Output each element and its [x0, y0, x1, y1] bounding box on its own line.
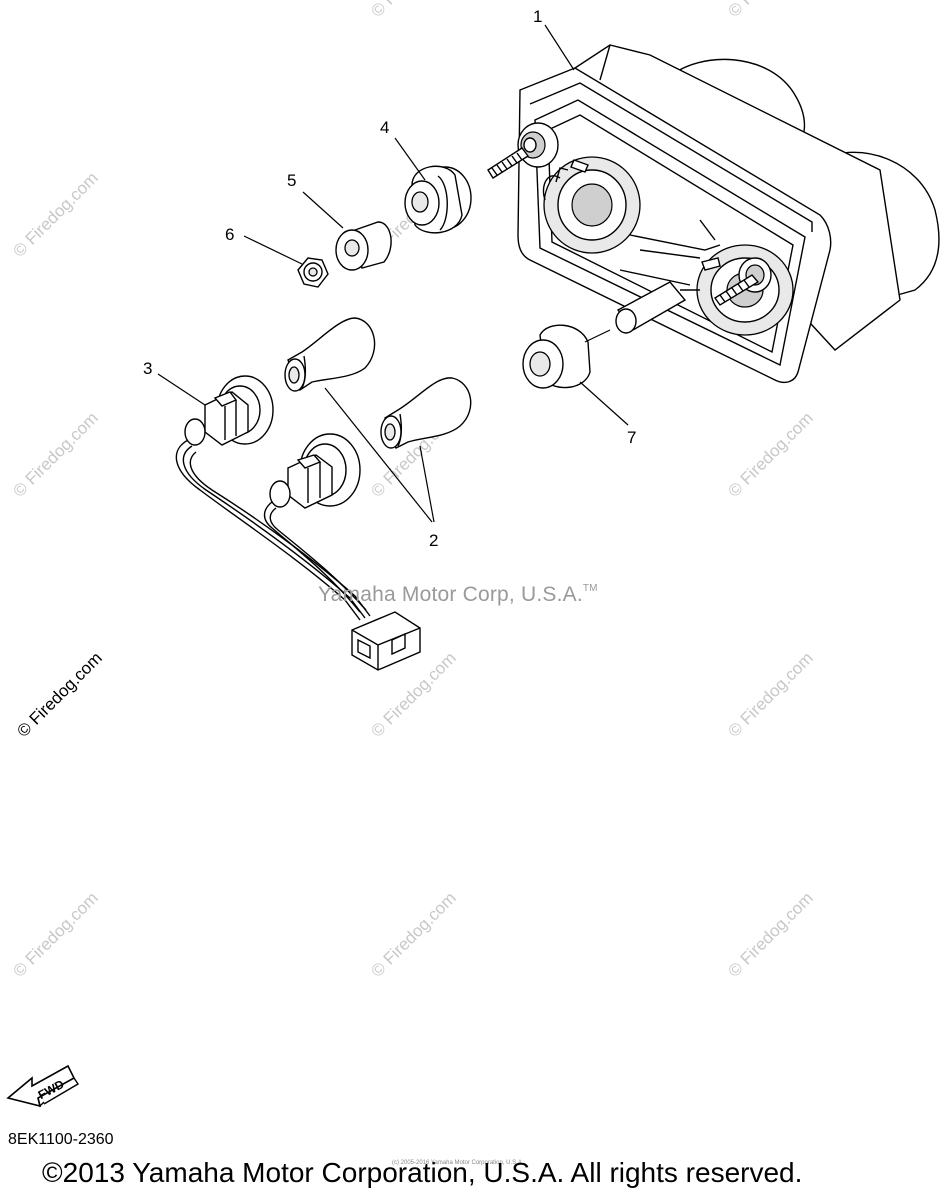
grommet-part-4 — [394, 137, 472, 234]
watermark: © Firedog.com — [367, 888, 459, 980]
watermark: © Firedog.com — [367, 0, 459, 21]
watermark: © Firedog.com — [724, 888, 816, 980]
watermark: © Firedog.com — [724, 648, 816, 740]
callout-2: 2 — [429, 531, 438, 550]
trademark-mark: TM — [582, 583, 598, 594]
diagram-code: 8EK1100-2360 — [8, 1131, 114, 1148]
callout-5: 5 — [287, 171, 296, 190]
bulbs-part-2 — [284, 317, 472, 523]
socket-harness-part-3 — [157, 373, 421, 671]
watermark: © Firedog.com — [9, 168, 101, 260]
fwd-arrow-icon: FWD — [6, 1064, 79, 1108]
watermark-dark: © Firedog.com — [13, 648, 105, 740]
callout-3: 3 — [143, 359, 152, 378]
callout-1: 1 — [533, 7, 542, 26]
copyright-notice: ©2013 Yamaha Motor Corporation, U.S.A. A… — [42, 1157, 803, 1188]
fine-print: (c) 2005-2016 Yamaha Motor Corporation, … — [392, 1160, 524, 1166]
nut-part-6 — [243, 235, 329, 288]
taillight-housing — [487, 24, 940, 384]
callout-4: 4 — [380, 118, 389, 137]
callout-7: 7 — [627, 428, 636, 447]
watermark: © Firedog.com — [724, 408, 816, 500]
watermark: © Firedog.com — [724, 0, 816, 21]
callout-6: 6 — [225, 225, 234, 244]
watermark: © Firedog.com — [9, 408, 101, 500]
watermark: © Firedog.com — [9, 888, 101, 980]
grommet-part-7 — [522, 324, 629, 426]
center-watermark: Yamaha Motor Corp, U.S.A.TM — [318, 583, 598, 607]
center-watermark-text: Yamaha Motor Corp, U.S.A. — [318, 583, 583, 606]
collar-part-5 — [302, 191, 392, 271]
callout-labels: 1 2 3 4 5 6 7 — [143, 7, 636, 550]
